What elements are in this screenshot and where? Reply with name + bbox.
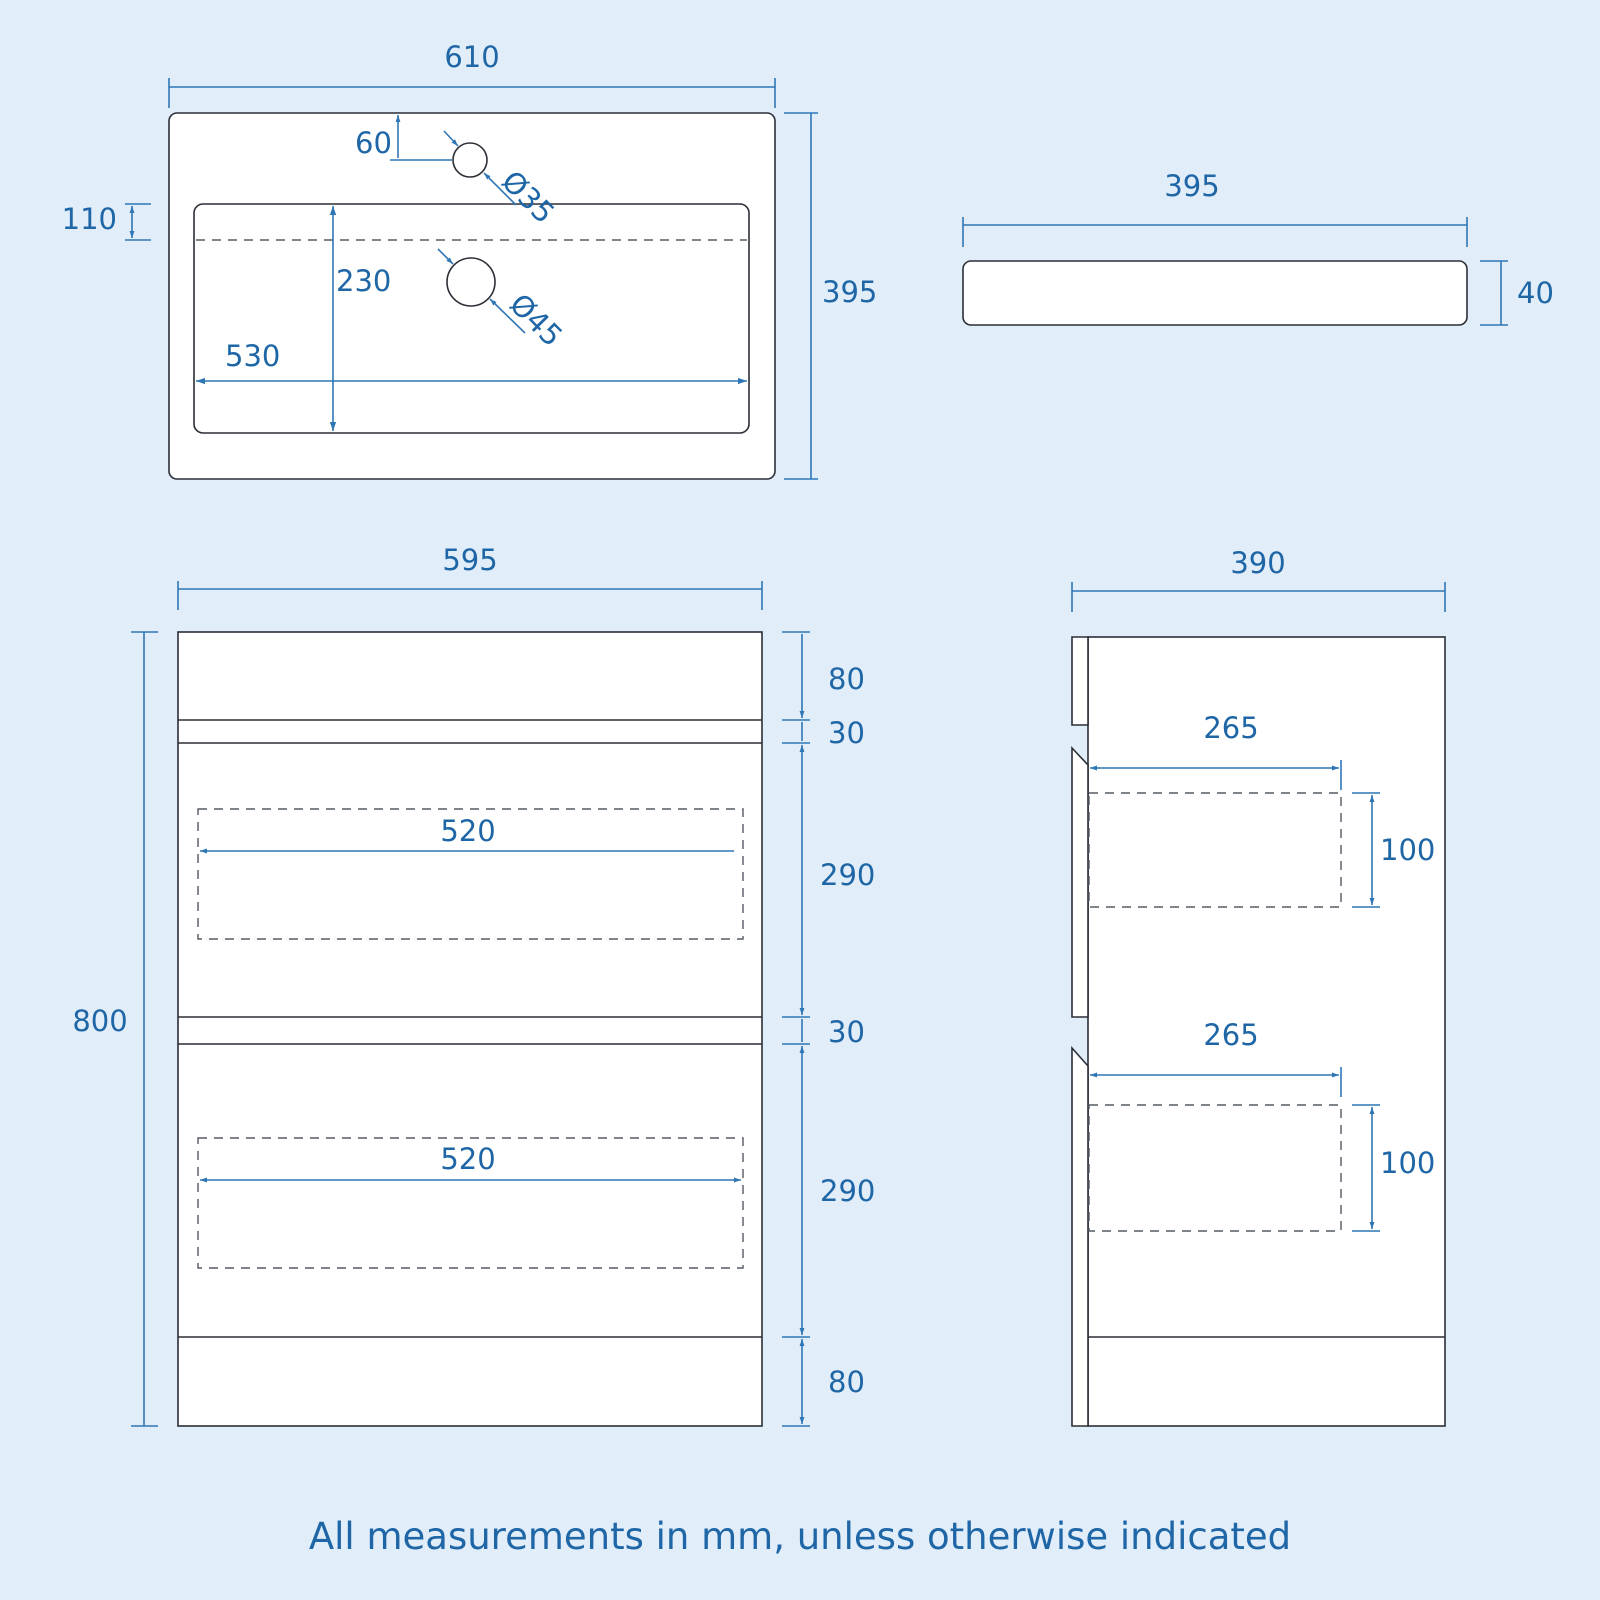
side-drawer-upper-height-label: 100: [1380, 833, 1435, 867]
drawer-lower-internal: [197, 1137, 744, 1269]
basin-top-view: 610 395 60 Ø35 Ø45: [62, 40, 877, 480]
dim-bowl-depth: 230: [329, 206, 391, 431]
drawer-lower-width-label: 520: [440, 1142, 495, 1176]
drawer-lower-height-label: 290: [820, 1174, 875, 1208]
side-top-panel: [1071, 636, 1089, 726]
side-drawer-upper-depth-label: 265: [1203, 711, 1258, 745]
cabinet-side-view: 390 265 100 265 100: [1071, 546, 1446, 1427]
drawer-upper-height-label: 290: [820, 858, 875, 892]
side-thickness-label: 40: [1517, 276, 1554, 310]
side-drawer-front-upper: [1071, 745, 1089, 1018]
basin-bowl: [193, 203, 750, 434]
dim-drawer-upper-width: 520: [200, 814, 734, 854]
bowl-depth-label: 230: [336, 264, 391, 298]
basin-depth-label: 395: [822, 275, 877, 309]
side-drawer-lower-height-label: 100: [1380, 1146, 1435, 1180]
drawer-upper-width-label: 520: [440, 814, 495, 848]
basin-side-outline: [962, 260, 1468, 326]
dim-side-drawer-upper-depth: 265: [1090, 711, 1342, 790]
side-drawer-upper-internal: [1088, 792, 1342, 908]
front-edge-label: 110: [62, 202, 117, 236]
dim-front-edge: 110: [62, 202, 151, 241]
cabinet-depth-label: 390: [1230, 546, 1285, 580]
dim-cabinet-segments: 80 30 290 30 290 80: [782, 631, 875, 1427]
dim-cabinet-width: 595: [177, 543, 763, 610]
dim-cabinet-depth: 390: [1071, 546, 1446, 612]
dim-bowl-width: 530: [196, 339, 747, 385]
cabinet-front-outline: [177, 631, 763, 1427]
cabinet-front-view: 520 520 595 800: [72, 543, 875, 1427]
dim-side-drawer-upper-height: 100: [1352, 792, 1435, 908]
side-drawer-lower-depth-label: 265: [1203, 1018, 1258, 1052]
gap-middle-label: 30: [828, 1015, 865, 1049]
tap-hole: [452, 142, 488, 178]
top-panel-label: 80: [828, 662, 865, 696]
basin-side-view: 395 40: [962, 169, 1554, 326]
bowl-width-label: 530: [225, 339, 280, 373]
side-depth-label: 395: [1164, 169, 1219, 203]
dim-tap-offset: 60: [355, 115, 452, 161]
dim-cabinet-height: 800: [72, 631, 158, 1427]
side-drawer-front-lower: [1071, 1045, 1089, 1427]
dim-basin-width: 610: [168, 40, 776, 108]
dim-side-depth: 395: [962, 169, 1468, 247]
drawer-upper-internal: [197, 808, 744, 940]
dim-basin-depth: 395: [784, 112, 877, 480]
dim-drawer-lower-width: 520: [200, 1142, 741, 1183]
gap-top-label: 30: [828, 716, 865, 750]
dim-side-drawer-lower-depth: 265: [1090, 1018, 1342, 1097]
measurements-caption: All measurements in mm, unless otherwise…: [309, 1515, 1291, 1558]
cabinet-side-outline: [1087, 636, 1446, 1427]
tap-offset-label: 60: [355, 126, 392, 160]
waste-hole: [446, 257, 496, 307]
plinth-label: 80: [828, 1365, 865, 1399]
basin-width-label: 610: [444, 40, 499, 74]
dim-side-thickness: 40: [1480, 260, 1554, 326]
cabinet-height-label: 800: [72, 1004, 127, 1038]
side-drawer-lower-internal: [1088, 1104, 1342, 1232]
dim-side-drawer-lower-height: 100: [1352, 1104, 1435, 1232]
cabinet-width-label: 595: [442, 543, 497, 577]
